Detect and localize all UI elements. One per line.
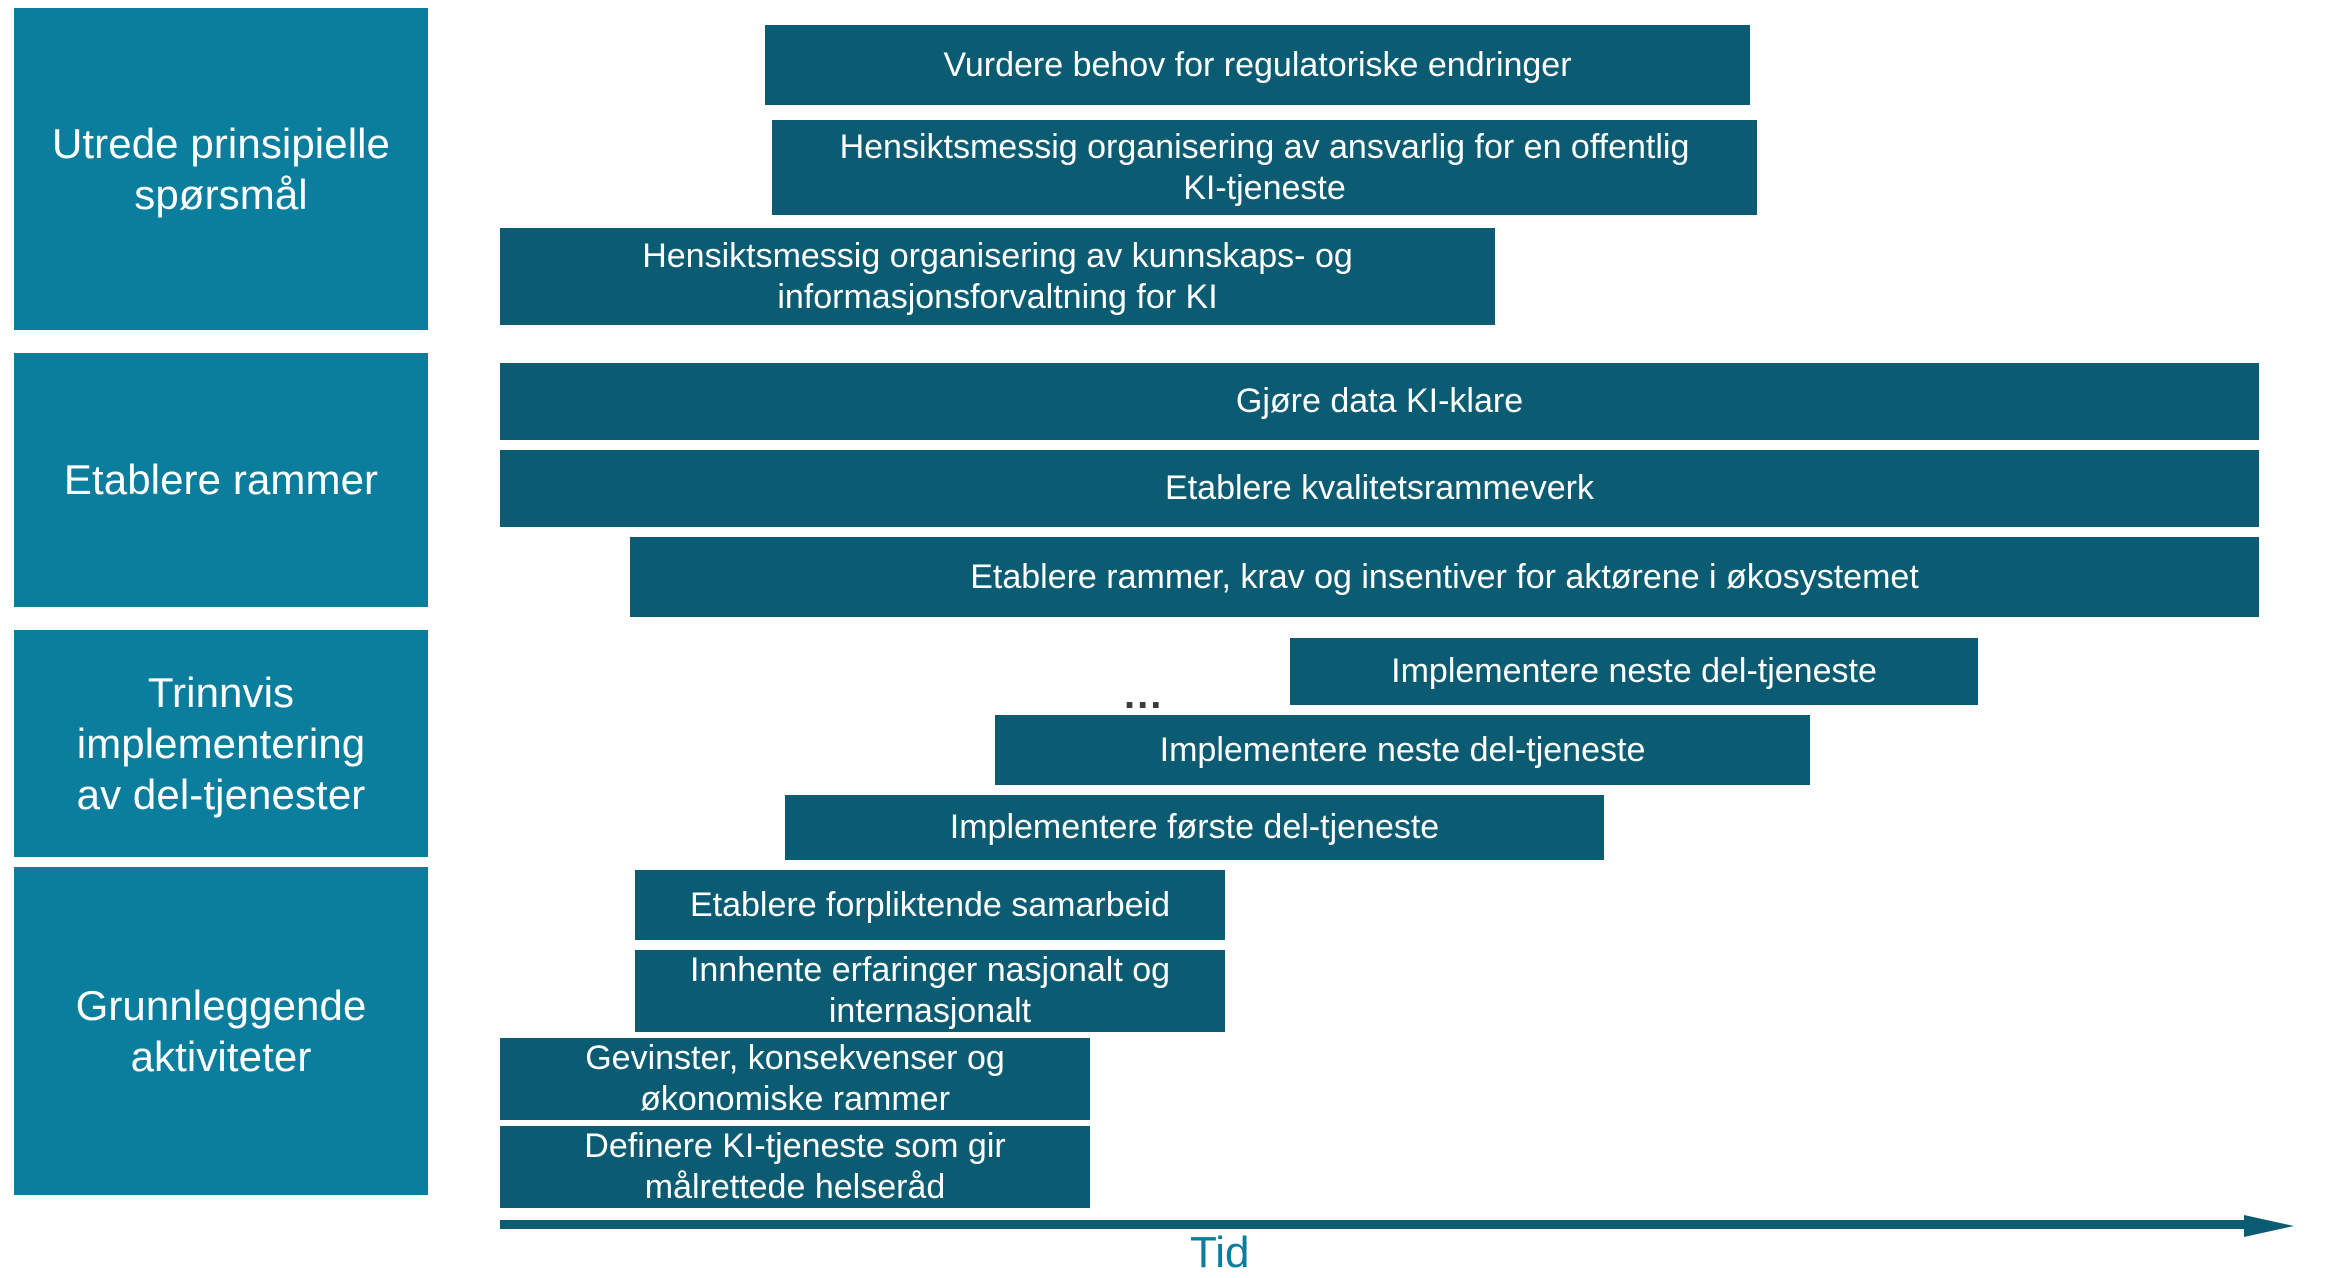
activity-bar-label: Etablere kvalitetsrammeverk <box>1165 469 1594 508</box>
activity-bar-label: Vurdere behov for regulatoriske endringe… <box>943 45 1572 84</box>
activity-bar: Etablere kvalitetsrammeverk <box>500 450 2259 527</box>
axis-title: Tid <box>1190 1228 1250 1277</box>
activity-bar: Etablere forpliktende samarbeid <box>635 870 1225 940</box>
continuation-ellipsis: ... <box>1124 673 1164 717</box>
category-block-trinnvis-implementering: Trinnvis implementering av del-tjenester <box>14 630 428 857</box>
activity-bar-label: Gjøre data KI-klare <box>1235 382 1524 421</box>
activity-bar-label: Etablere forpliktende samarbeid <box>689 885 1171 924</box>
activity-bar-label: Definere KI-tjeneste som gir målrettede … <box>584 1127 1006 1206</box>
activity-bar: Hensiktsmessig organisering av kunnskaps… <box>500 228 1495 325</box>
activity-bar: Hensiktsmessig organisering av ansvarlig… <box>772 120 1757 215</box>
category-label: Grunnleggende aktiviteter <box>75 981 367 1080</box>
category-block-utrede-prinsipielle-sporsmal: Utrede prinsipielle spørsmål <box>14 8 428 330</box>
activity-bar-label: Implementere første del-tjeneste <box>949 808 1440 847</box>
activity-bar: Definere KI-tjeneste som gir målrettede … <box>500 1126 1090 1208</box>
activity-bar-label: Implementere neste del-tjeneste <box>1159 730 1646 769</box>
axis-line <box>500 1220 2250 1229</box>
activity-bar: Implementere neste del-tjeneste <box>995 715 1810 785</box>
category-label: Trinnvis implementering av del-tjenester <box>76 668 366 819</box>
activity-bar: Gjøre data KI-klare <box>500 363 2259 440</box>
activity-bar: Vurdere behov for regulatoriske endringe… <box>765 25 1750 105</box>
category-block-etablere-rammer: Etablere rammer <box>14 353 428 607</box>
category-label: Etablere rammer <box>63 456 379 504</box>
time-axis <box>500 1215 2295 1237</box>
category-label: Utrede prinsipielle spørsmål <box>51 119 391 218</box>
activity-bar: Etablere rammer, krav og insentiver for … <box>630 537 2259 617</box>
activity-bar-label: Hensiktsmessig organisering av ansvarlig… <box>839 127 1690 207</box>
activity-bar-label: Hensiktsmessig organisering av kunnskaps… <box>642 236 1353 316</box>
activity-bar: Innhente erfaringer nasjonalt og interna… <box>635 950 1225 1032</box>
activity-bar-label: Implementere neste del-tjeneste <box>1391 652 1877 691</box>
activity-bar: Gevinster, konsekvenser og økonomiske ra… <box>500 1038 1090 1120</box>
activity-bar-label: Gevinster, konsekvenser og økonomiske ra… <box>585 1039 1005 1118</box>
category-block-grunnleggende-aktiviteter: Grunnleggende aktiviteter <box>14 867 428 1195</box>
activity-bar: Implementere første del-tjeneste <box>785 795 1604 860</box>
activity-bar: Implementere neste del-tjeneste <box>1290 638 1978 705</box>
arrow-right-icon <box>2244 1215 2294 1237</box>
activity-bar-label: Innhente erfaringer nasjonalt og interna… <box>689 951 1171 1030</box>
activity-bar-label: Etablere rammer, krav og insentiver for … <box>970 557 1919 596</box>
